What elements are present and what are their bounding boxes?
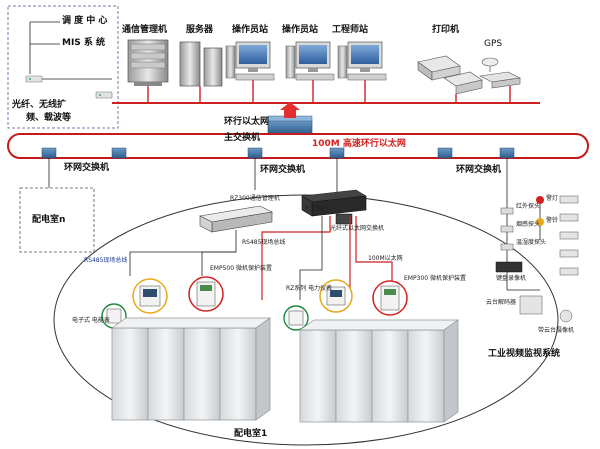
fiber-eth-switch-label: 光纤式以太网交换机: [330, 225, 385, 232]
room-1-ellipse: [53, 194, 559, 446]
meter-circle-left: [132, 278, 168, 314]
emp300-circle: [372, 280, 408, 316]
fiber-eth-switch: [301, 189, 367, 217]
switchgear-right: [298, 319, 460, 423]
comm-server-label: 通信管理机: [122, 25, 168, 35]
ptz-camera-label: 带云台摄像机: [538, 327, 575, 334]
rz300-label: RZ300通信管理机: [230, 195, 280, 202]
rz300-comm-manager: [199, 205, 273, 233]
keyboard-recorder-label: 键盘录像机: [496, 275, 527, 282]
camera-icon-2: [559, 213, 579, 222]
printer-label: 打印机: [432, 25, 460, 35]
rs485-wire-mid: [201, 251, 236, 276]
optical-switch-label: 光交换机: [304, 205, 329, 212]
emp500-label: EMP500 微机保护装置: [210, 265, 272, 272]
ring-switch-left-b: [111, 147, 127, 159]
eth-100m-label: 100M以太网: [368, 255, 403, 262]
ring-switch-mid-label: 环网交换机: [260, 165, 306, 175]
rs485-bus-label: RS485现场总线: [242, 239, 286, 246]
meter-left-label: 电子式 电能表: [72, 317, 110, 324]
rs485-wire-right: [299, 216, 323, 300]
dispatch-label-2: MIS 系 统: [62, 38, 106, 48]
main-switch-device: [267, 115, 313, 135]
ring-switch-right-b: [499, 147, 515, 159]
rz-meter-label: RZ系列 电力仪表: [286, 285, 333, 292]
optical-switch-device: [335, 213, 353, 225]
dispatch-label-4: 频、载波等: [26, 113, 72, 123]
operator-station-1: [225, 41, 275, 103]
sensor-icon-2: [500, 225, 514, 233]
alarm1-label: 警灯: [546, 195, 559, 202]
ring-switch-mid-b: [329, 147, 345, 159]
cam-outdoor-label: 红外探头: [516, 203, 541, 210]
video-system: [495, 195, 579, 323]
ring-switch-right-a: [437, 147, 453, 159]
control-desk-label: 云台解码器: [486, 299, 517, 306]
ring-switch-left-label: 环网交换机: [64, 163, 110, 173]
ring-network: [7, 133, 589, 159]
room-n-label: 配电室n: [32, 215, 66, 225]
rs485-loop-label: RS485现场总线: [84, 257, 128, 264]
alarm2-label: 警铃: [546, 217, 559, 224]
camera-icon-4: [559, 249, 579, 258]
ring-ethernet-label: 环行以太网: [224, 117, 270, 127]
cam-temp-label: 温湿度探头: [516, 239, 547, 246]
operator-station-2: [285, 41, 335, 103]
server-device: [179, 41, 223, 103]
room-n-box: [19, 187, 95, 253]
uplink-arrow-icon: [280, 102, 300, 118]
gps-device: [479, 57, 521, 103]
ring-switch-left-a: [41, 147, 57, 159]
operator-label-1: 操作员站: [232, 25, 269, 35]
sensor-icon-3: [500, 243, 514, 251]
server-label: 服务器: [186, 25, 214, 35]
room-1-label: 配电室1: [234, 429, 268, 439]
rs485-wire-left: [129, 230, 237, 276]
alarm-bell-icon: [536, 218, 544, 226]
dispatch-label-1: 调 度 中 心: [62, 16, 108, 26]
camera-icon-5: [559, 267, 579, 276]
printer-device: [417, 55, 483, 103]
video-system-title: 工业视频监视系统: [488, 349, 561, 359]
ring-title: 100M 高速环行以太网: [312, 139, 406, 149]
ptz-camera-icon: [559, 309, 573, 323]
eth-red-wire-1: [261, 216, 331, 300]
ring-switch-right-label: 环网交换机: [456, 165, 502, 175]
engineer-station: [337, 41, 387, 103]
camera-icon-3: [559, 231, 579, 240]
camera-icon-1: [559, 195, 579, 204]
alarm-light-icon: [536, 196, 544, 204]
modem-icon: [25, 75, 43, 83]
recorder-icon: [495, 261, 523, 273]
eth-red-wire-3: [355, 216, 393, 290]
gps-label: GPS: [484, 39, 503, 49]
sensor-icon-1: [500, 207, 514, 215]
meter-circle-small-right: [283, 305, 309, 331]
modem-icon-2: [95, 91, 113, 99]
ring-switch-mid-a: [247, 147, 263, 159]
emp300-label: EMP300 微机保护装置: [404, 275, 466, 282]
switchgear-left: [110, 317, 272, 421]
dispatch-dashed-box: [7, 5, 119, 129]
dispatch-label-3: 光纤、无线扩: [12, 100, 67, 110]
main-switch-label: 主交换机: [224, 133, 261, 143]
operator-label-2: 操作员站: [282, 25, 319, 35]
cam-smoke-label: 烟感探头: [516, 221, 541, 228]
engineer-label: 工程师站: [332, 25, 369, 35]
control-desk-icon: [519, 295, 543, 315]
rz-meter-circle: [319, 279, 353, 313]
ring-switch-icons: [41, 147, 515, 159]
emp500-circle: [188, 276, 224, 312]
comm-manager-device: [127, 39, 169, 103]
